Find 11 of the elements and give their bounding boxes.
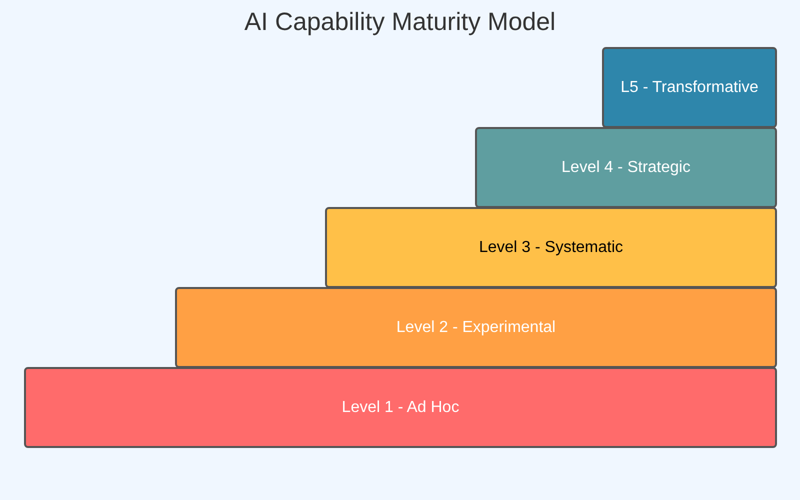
level-step (602, 47, 777, 128)
level-label: Level 2 - Experimental (396, 318, 556, 336)
level-step (325, 207, 777, 288)
level-step (175, 287, 777, 368)
level-label: Level 4 - Strategic (562, 158, 690, 176)
level-step (475, 127, 777, 208)
level-step (24, 367, 777, 448)
diagram-title: AI Capability Maturity Model (243, 8, 557, 37)
level-label: L5 - Transformative (620, 78, 758, 96)
level-label: Level 1 - Ad Hoc (342, 398, 460, 416)
level-label: Level 3 - Systematic (478, 238, 624, 256)
